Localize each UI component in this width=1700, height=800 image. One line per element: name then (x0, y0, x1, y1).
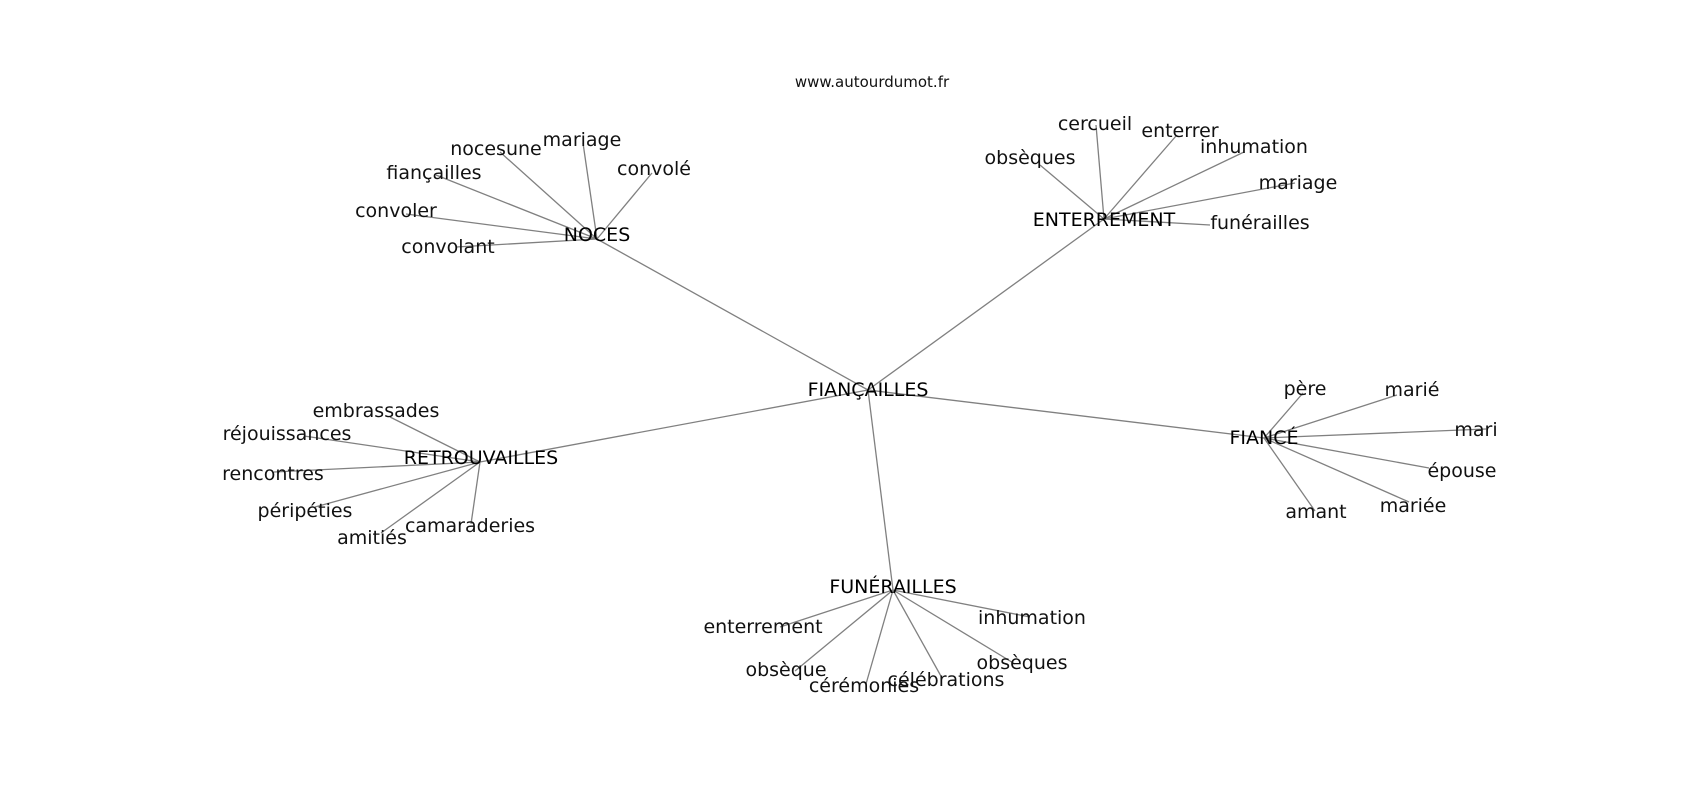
edge-noces-convolant (455, 238, 598, 248)
node-funerailles-inhumation[interactable]: inhumation (978, 607, 1086, 629)
node-retrouvailles-camaraderies[interactable]: camaraderies (405, 515, 535, 537)
edge-retrouvailles-peripeties (314, 461, 481, 508)
node-hub-funerailles[interactable]: FUNÉRAILLES (829, 575, 956, 598)
edge-enterrement-enterrer (1103, 135, 1177, 220)
edge-retrouvailles-rencontres (273, 461, 481, 473)
edge-noces-mariage (582, 142, 598, 240)
node-fiance-marie[interactable]: marié (1385, 379, 1440, 401)
node-fiance-pere[interactable]: père (1284, 378, 1327, 400)
node-fiance-mari[interactable]: mari (1454, 419, 1497, 441)
edge-funerailles-enterrement (779, 589, 894, 628)
edge-fiance-marie (1263, 394, 1398, 439)
site-url: www.autourdumot.fr (794, 73, 950, 91)
edge-retrouvailles-rejouissances (303, 435, 481, 463)
node-hub-enterrement[interactable]: ENTERREMENT (1033, 209, 1176, 231)
node-enterrement-obseques[interactable]: obsèques (985, 147, 1076, 169)
edge-fiance-pere (1263, 392, 1304, 439)
edge-enterrement-mariage (1103, 182, 1296, 220)
edge-funerailles-obseques (892, 589, 1016, 665)
edge-noces-fiancailles (435, 174, 598, 240)
node-hub-fiance[interactable]: FIANCÉ (1229, 426, 1298, 449)
edge-fiance-amant (1263, 437, 1316, 512)
edge-enterrement-funerailles (1103, 218, 1211, 226)
edge-noces-convole (596, 172, 653, 240)
edge-funerailles-celebrations (892, 589, 943, 679)
edge-retrouvailles-camaraderies (470, 461, 481, 525)
node-funerailles-obseques[interactable]: obsèques (977, 652, 1068, 674)
node-noces-mariage[interactable]: mariage (543, 129, 622, 151)
edge-noces-nocesune (499, 151, 598, 240)
node-hub-retrouvailles[interactable]: RETROUVAILLES (404, 447, 559, 469)
node-enterrement-cercueil[interactable]: cercueil (1058, 113, 1132, 135)
node-hub-noces[interactable]: NOCES (564, 224, 631, 246)
node-center-fiancailles[interactable]: FIANÇAILLES (808, 379, 929, 401)
node-funerailles-enterrement[interactable]: enterrement (703, 616, 822, 638)
node-noces-convolant[interactable]: convolant (401, 236, 494, 258)
node-fiance-amant[interactable]: amant (1285, 501, 1346, 523)
edge-enterrement-inhumation (1103, 151, 1245, 220)
node-enterrement-enterrer[interactable]: enterrer (1141, 120, 1218, 142)
edge-center-fiance (867, 389, 1265, 439)
node-funerailles-celebrations[interactable]: célébrations (888, 669, 1005, 691)
edge-fiance-mari (1263, 428, 1487, 439)
node-funerailles-obseque[interactable]: obsèque (745, 659, 826, 681)
node-noces-nocesune[interactable]: nocesune (450, 138, 541, 160)
edge-funerailles-ceremonies (865, 589, 894, 685)
edge-retrouvailles-embrassades (389, 416, 481, 463)
node-noces-convoler[interactable]: convoler (355, 200, 437, 222)
node-enterrement-mariage[interactable]: mariage (1259, 172, 1338, 194)
node-fiance-mariee[interactable]: mariée (1380, 495, 1447, 517)
edges (273, 124, 1487, 685)
node-fiance-epouse[interactable]: épouse (1427, 460, 1496, 482)
node-enterrement-funerailles[interactable]: funérailles (1210, 212, 1309, 234)
edge-retrouvailles-amities (380, 461, 481, 534)
edge-funerailles-obseque (794, 589, 894, 672)
edge-enterrement-cercueil (1095, 124, 1105, 220)
edge-enterrement-obseques (1039, 164, 1105, 220)
edge-center-retrouvailles (479, 389, 869, 463)
node-retrouvailles-embrassades[interactable]: embrassades (313, 400, 440, 422)
edge-fiance-epouse (1263, 437, 1430, 469)
edge-center-enterrement (867, 218, 1105, 391)
node-retrouvailles-rejouissances[interactable]: réjouissances (223, 423, 352, 445)
edge-noces-convoler (405, 213, 598, 240)
node-retrouvailles-amities[interactable]: amitiés (337, 527, 407, 549)
edge-center-noces (596, 238, 869, 391)
edge-funerailles-inhumation (892, 589, 1031, 618)
node-noces-convole[interactable]: convolé (617, 158, 691, 180)
node-enterrement-inhumation[interactable]: inhumation (1200, 136, 1308, 158)
edge-center-funerailles (867, 389, 894, 591)
node-retrouvailles-peripeties[interactable]: péripéties (258, 500, 353, 522)
node-funerailles-ceremonies[interactable]: cérémonies (809, 675, 919, 697)
edge-fiance-mariee (1263, 437, 1410, 503)
node-noces-fiancailles[interactable]: fiançailles (386, 162, 481, 184)
node-retrouvailles-rencontres[interactable]: rencontres (222, 463, 324, 485)
